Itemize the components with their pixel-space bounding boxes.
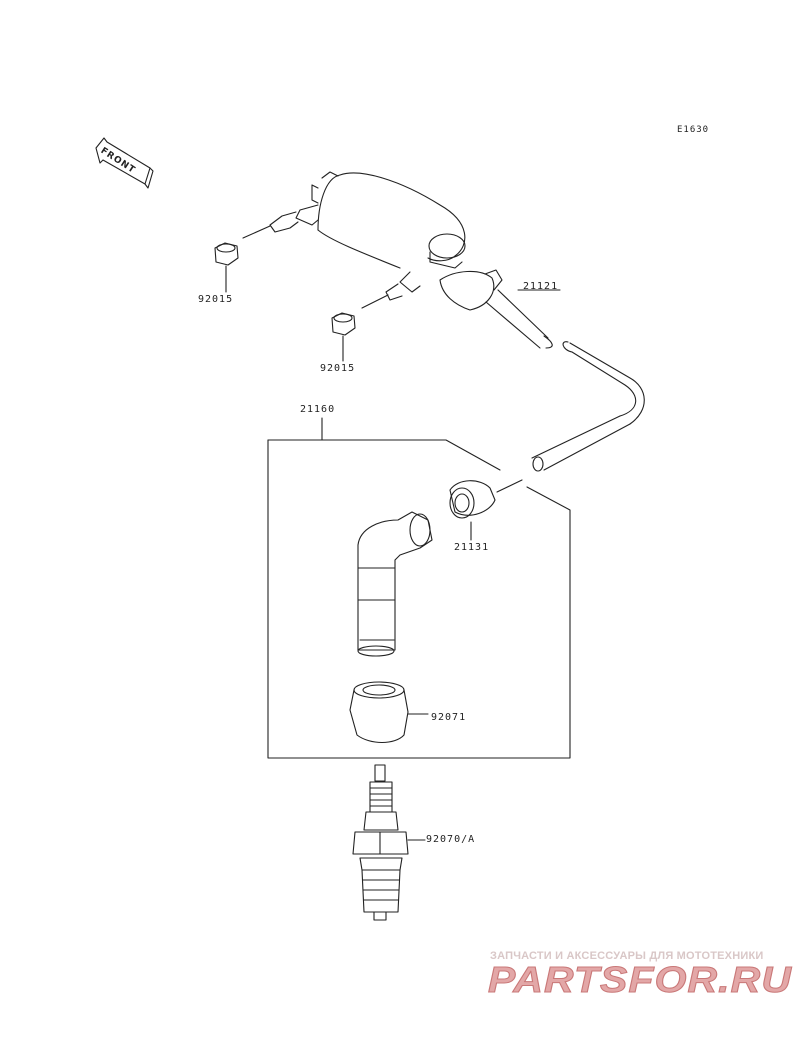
nut-92015-right <box>331 312 356 362</box>
spark-plug-92070a <box>352 764 426 921</box>
plug-cap-elbow <box>357 511 433 657</box>
part-label-92070a: 92070/A <box>426 834 476 845</box>
watermark-logo: PARTSFOR.RU <box>488 959 792 1001</box>
front-arrow-icon <box>95 137 154 189</box>
seal-92071 <box>349 681 429 744</box>
part-label-92015-right: 92015 <box>320 363 356 374</box>
svg-text:PARTSFOR.RU: PARTSFOR.RU <box>488 959 792 1000</box>
ignition-coil <box>242 171 503 311</box>
cap-21131 <box>449 479 523 541</box>
part-label-92015-left: 92015 <box>198 294 234 305</box>
assembly-bracket-21160 <box>267 417 571 759</box>
part-label-92071: 92071 <box>431 712 467 723</box>
watermark-tagline: ЗАПЧАСТИ И АКСЕССУАРЫ ДЛЯ МОТОТЕХНИКИ <box>490 950 764 962</box>
nut-92015-left <box>214 242 239 293</box>
part-label-21131: 21131 <box>454 542 490 553</box>
part-label-21160: 21160 <box>300 404 336 415</box>
diagram-code: E1630 <box>677 125 710 135</box>
ht-cable-21121 <box>485 289 645 472</box>
part-label-21121: 21121 <box>523 281 559 292</box>
